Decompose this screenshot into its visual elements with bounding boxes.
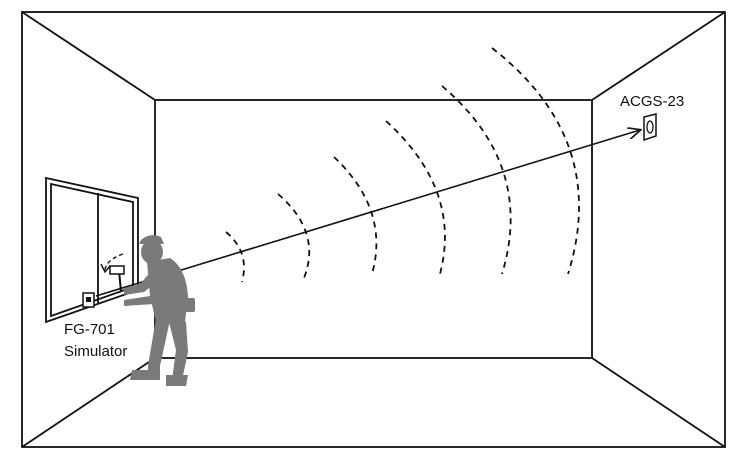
receiver-label: ACGS-23 bbox=[620, 93, 684, 110]
simulator-label-line2: Simulator bbox=[64, 343, 127, 360]
room-walls bbox=[21, 11, 726, 448]
simulator-label-line1: FG-701 bbox=[64, 321, 115, 338]
person-with-hammer-icon bbox=[100, 235, 195, 386]
signal-line bbox=[95, 130, 640, 297]
glass-break-detector-icon bbox=[643, 113, 657, 142]
sound-waves bbox=[225, 47, 580, 283]
simulator-device-icon bbox=[82, 292, 95, 308]
